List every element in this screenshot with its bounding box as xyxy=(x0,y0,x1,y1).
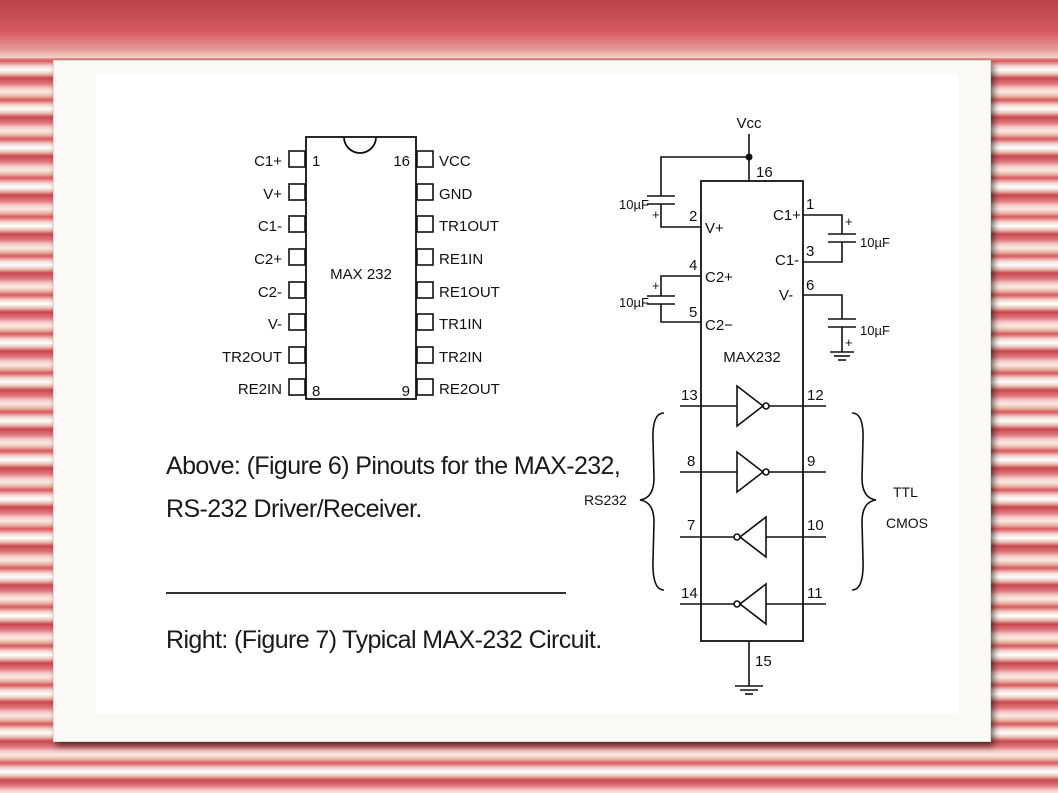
cap-vplus-value: 10µF xyxy=(619,197,649,212)
c2plus-label: C2+ xyxy=(705,269,733,286)
cap-vminus-polarity: + xyxy=(845,335,853,350)
pin-label-c1minus: C1- xyxy=(258,218,282,235)
vminus-label: V- xyxy=(779,287,793,304)
pin-15-label: 15 xyxy=(755,653,772,670)
pin-label-re1in: RE1IN xyxy=(439,251,483,268)
rs232-label: RS232 xyxy=(584,492,627,508)
pin-5-label: 5 xyxy=(689,304,697,321)
pin-number-16: 16 xyxy=(393,153,410,170)
pin-label-vcc: VCC xyxy=(439,153,471,170)
vcc-label: Vcc xyxy=(736,115,762,132)
pin-number-8: 8 xyxy=(312,383,320,400)
c1minus-label: C1- xyxy=(775,252,799,269)
ground-symbol-chip xyxy=(735,685,763,695)
circuit-diagram: MAX232 Vcc 16 10µF + 2 V+ 10µF + 4 C2+ 5… xyxy=(584,115,928,695)
c2minus-label: C2− xyxy=(705,317,733,334)
content-panel xyxy=(96,74,958,714)
buffer-1-right-pin: 12 xyxy=(807,387,824,404)
pin-3-label: 3 xyxy=(806,243,814,260)
cap-vminus-value: 10µF xyxy=(860,323,890,338)
left-pin-boxes xyxy=(288,150,306,396)
pin-label-c2minus: C2- xyxy=(258,284,282,301)
right-pin-boxes xyxy=(416,150,434,396)
pin-label-c1plus: C1+ xyxy=(254,153,282,170)
capacitor-c1 xyxy=(803,214,856,263)
buffer-2-left-pin: 8 xyxy=(687,453,695,470)
cap-vplus-polarity: + xyxy=(652,207,660,222)
buffer-2 xyxy=(680,450,826,494)
circuit-chip-body xyxy=(700,180,804,642)
pin-16-label: 16 xyxy=(756,164,773,181)
vcc-to-cap-wire xyxy=(660,156,749,196)
cap-c1-polarity: + xyxy=(845,214,853,229)
pin-label-tr1out: TR1OUT xyxy=(439,218,499,235)
buffer-1 xyxy=(680,384,826,428)
pin-label-re2in: RE2IN xyxy=(238,381,282,398)
pin-label-vminus: V- xyxy=(268,316,282,333)
pin1-notch xyxy=(343,136,377,154)
buffer-3 xyxy=(680,515,826,559)
pin-label-c2plus: C2+ xyxy=(254,251,282,268)
cap-c2-value: 10µF xyxy=(619,295,649,310)
pin-label-re2out: RE2OUT xyxy=(439,381,500,398)
pin-label-tr1in: TR1IN xyxy=(439,316,482,333)
ttl-label: TTL xyxy=(893,484,918,500)
buffer-3-left-pin: 7 xyxy=(687,517,695,534)
capacitor-vminus xyxy=(803,294,856,352)
buffer-3-right-pin: 10 xyxy=(807,517,824,534)
pinout-chip-label: MAX 232 xyxy=(330,266,392,283)
vplus-label: V+ xyxy=(705,220,724,237)
buffer-2-right-pin: 9 xyxy=(807,453,815,470)
pin-label-tr2in: TR2IN xyxy=(439,349,482,366)
pinout-chip-body xyxy=(305,136,417,400)
rs232-brace xyxy=(639,412,665,591)
top-decor-band xyxy=(0,0,1058,58)
circuit-chip-label: MAX232 xyxy=(723,349,781,366)
capacitor-c2 xyxy=(647,275,701,323)
pin-label-re1out: RE1OUT xyxy=(439,284,500,301)
pin-4-label: 4 xyxy=(689,257,697,274)
buffer-1-left-pin: 13 xyxy=(681,387,698,404)
pin-2-label: 2 xyxy=(689,208,697,225)
caption-above-line2: RS-232 Driver/Receiver. xyxy=(166,495,422,523)
pin-1-label: 1 xyxy=(806,196,814,213)
pinout-diagram: MAX 232 C1+ V+ C1- C2+ C2- V- TR2OUT RE2… xyxy=(222,136,500,400)
buffer-4-left-pin: 14 xyxy=(681,585,698,602)
c1plus-label: C1+ xyxy=(773,207,801,224)
buffer-4 xyxy=(680,582,826,626)
ground-symbol-cap xyxy=(830,351,854,361)
pin-label-vplus: V+ xyxy=(263,186,282,203)
pin-label-gnd: GND xyxy=(439,186,473,203)
pin-number-1: 1 xyxy=(312,153,320,170)
cmos-label: CMOS xyxy=(886,515,928,531)
cap-c1-value: 10µF xyxy=(860,235,890,250)
ttl-cmos-brace xyxy=(851,412,877,591)
caption-above-line1: Above: (Figure 6) Pinouts for the MAX-23… xyxy=(166,452,620,480)
caption-right-line1: Right: (Figure 7) Typical MAX-232 Circui… xyxy=(166,626,602,654)
capacitor-vplus xyxy=(647,195,701,228)
cap-c2-polarity: + xyxy=(652,278,660,293)
pin-6-label: 6 xyxy=(806,277,814,294)
pin-label-tr2out: TR2OUT xyxy=(222,349,282,366)
pin-number-9: 9 xyxy=(402,383,410,400)
buffer-4-right-pin: 11 xyxy=(807,585,823,602)
